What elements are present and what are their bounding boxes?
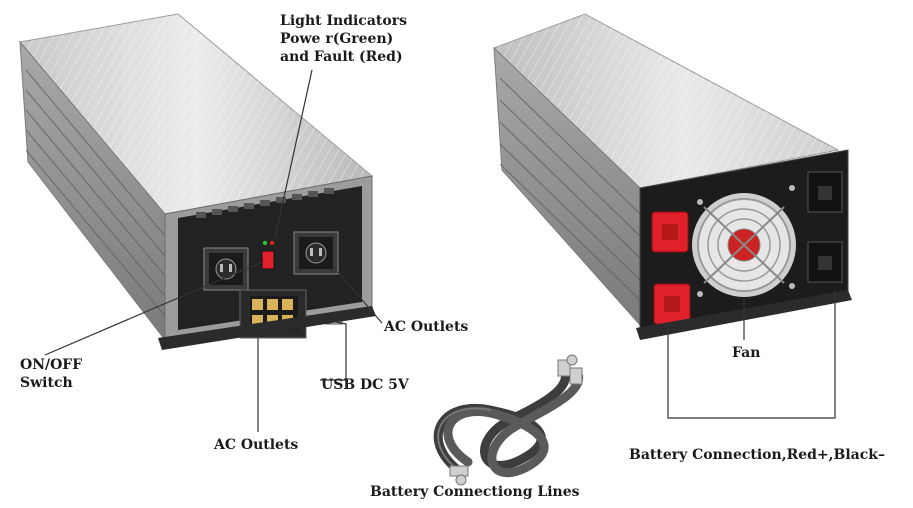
battery-terminal-positive-top: [651, 211, 689, 253]
on-off-switch-label: ON/OFF Switch: [20, 356, 82, 392]
battery-terminal-negative-bottom: [807, 241, 843, 283]
usb-label: USB DC 5V: [321, 377, 409, 393]
on-off-switch-line-2: Switch: [20, 375, 73, 391]
leader-lines: [44, 69, 836, 432]
power-switch: [261, 250, 275, 270]
battery-terminal-positive-bottom: [653, 283, 691, 325]
power-led-green: [262, 240, 268, 246]
fault-led-red: [269, 240, 275, 246]
light-indicators-line-2: Powe r(Green): [280, 31, 394, 47]
light-indicators-line-3: and Fault (Red): [280, 49, 403, 65]
ac-outlet-left: [203, 247, 249, 291]
battery-terminal-negative-top: [807, 171, 843, 213]
ac-outlet-right: [293, 231, 339, 275]
inverter-front-view: [19, 13, 376, 350]
ac-outlets-right-label: AC Outlets: [384, 319, 469, 335]
battery-connection-label: Battery Connection,Red+,Black–: [629, 447, 885, 463]
light-indicators-label: Light Indicators Powe r(Green) and Fault…: [280, 12, 407, 66]
on-off-switch-line-1: ON/OFF: [20, 357, 83, 373]
battery-lines-label: Battery Connectiong Lines: [370, 484, 580, 500]
light-indicators-line-1: Light Indicators: [280, 13, 407, 29]
battery-cables: [433, 354, 584, 486]
cooling-fan: [692, 185, 796, 297]
fan-label: Fan: [732, 345, 761, 361]
ac-outlets-bottom-label: AC Outlets: [214, 437, 299, 453]
inverter-rear-view: [493, 13, 852, 340]
